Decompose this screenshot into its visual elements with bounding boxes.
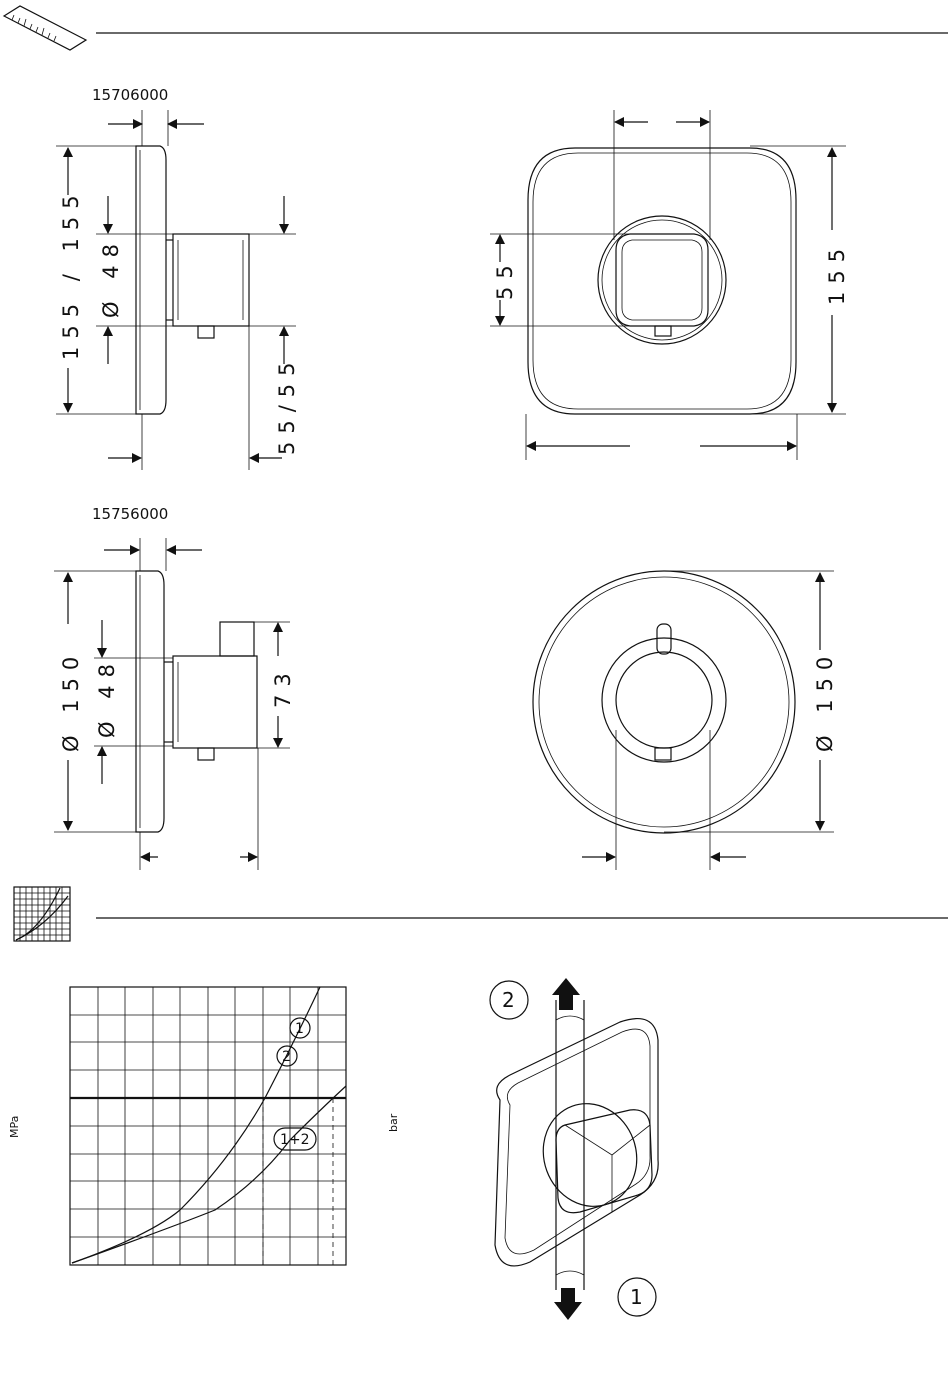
model-code-2: 15756000 [92, 505, 168, 523]
ruler-icon [4, 6, 86, 50]
side-height-label-1: 155 / 155 [59, 187, 83, 360]
marker-2: 2 [502, 988, 515, 1012]
axis-unit-left: MPa [8, 1116, 21, 1138]
marker-1: 1 [630, 1285, 643, 1309]
side-depth-label-2: 73 [271, 665, 295, 708]
flow-chart: 1 2 1+2 MPa bar [8, 987, 400, 1265]
side-height-label-2: Ø 150 [59, 649, 83, 752]
front-height-label-2: Ø 150 [813, 649, 837, 752]
front-inner-label-1: 55 [493, 257, 517, 300]
front-height-label-1: 155 [825, 241, 849, 305]
side-view-model-2: 15756000 Ø 150 Ø 48 73 [54, 505, 295, 870]
curve-label-1: 1 [295, 1021, 304, 1037]
front-view-model-1: 55 155 [490, 110, 849, 460]
side-diameter-label-2: Ø 48 [95, 656, 119, 738]
flow-chart-icon [14, 887, 70, 941]
side-diameter-label-1: Ø 48 [99, 236, 123, 318]
axis-unit-right: bar [387, 1113, 400, 1132]
side-view-model-1: 15706000 155 / 155 Ø 48 55/55 [56, 86, 299, 470]
mixer-illustration: 2 1 [490, 978, 658, 1320]
side-depth-label-1: 55/55 [275, 354, 299, 455]
curve-label-3: 1+2 [280, 1132, 310, 1148]
curve-label-2: 2 [282, 1049, 291, 1065]
front-view-model-2: Ø 150 [533, 571, 837, 870]
model-code-1: 15706000 [92, 86, 168, 104]
